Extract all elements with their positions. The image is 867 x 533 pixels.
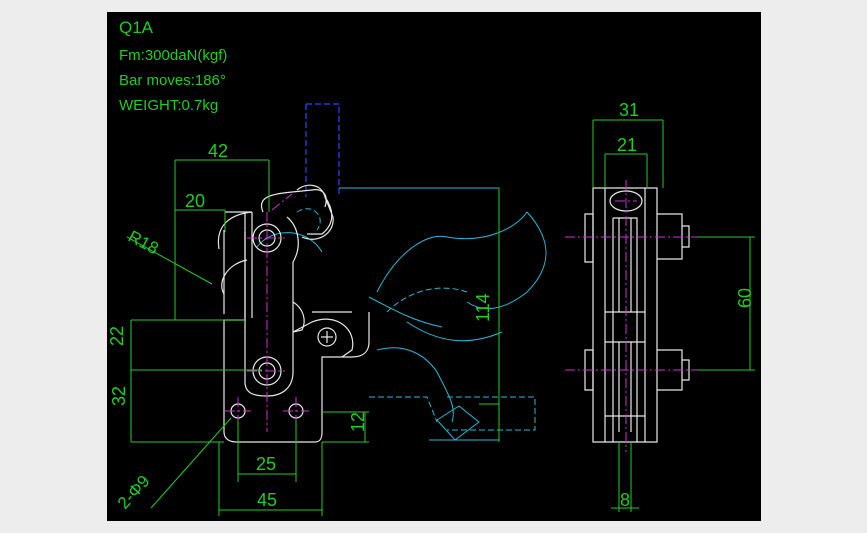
bar-moves-note: Bar moves:186° <box>119 72 226 89</box>
dimension-21: 21 <box>617 135 637 155</box>
handle-pivot <box>317 327 337 347</box>
front-view: 31 21 60 8 <box>565 100 755 512</box>
dimension-25: 25 <box>256 454 276 474</box>
front-centerlines <box>565 180 712 452</box>
dimension-12: 12 <box>348 412 368 432</box>
cad-drawing: Q1A Fm:300daN(kgf) Bar moves:186° WEIGHT… <box>107 18 755 516</box>
dimension-42: 42 <box>208 141 228 161</box>
force-note: Fm:300daN(kgf) <box>119 47 227 64</box>
dimension-31: 31 <box>619 100 639 120</box>
side-view: 42 20 R18 22 32 114 12 25 45 2-Φ9 <box>107 103 547 516</box>
dimension-114: 114 <box>473 293 493 322</box>
holes-2-d9: 2-Φ9 <box>114 472 154 513</box>
dimension-60: 60 <box>735 288 755 308</box>
cad-drawing-canvas: Q1A Fm:300daN(kgf) Bar moves:186° WEIGHT… <box>107 12 761 521</box>
model-label: Q1A <box>119 18 154 37</box>
side-centerlines <box>225 193 309 442</box>
dimension-8: 8 <box>620 490 630 510</box>
hidden-bar-outline <box>305 103 340 197</box>
dimension-45: 45 <box>257 490 277 510</box>
dimension-22: 22 <box>107 326 127 346</box>
dimension-32: 32 <box>109 386 129 406</box>
dimension-20: 20 <box>185 191 205 211</box>
front-dimensions: 31 21 60 8 <box>592 100 755 512</box>
open-position-linkage <box>256 187 547 441</box>
weight-note: WEIGHT:0.7kg <box>119 97 218 114</box>
clamp-body-outline <box>217 184 370 443</box>
front-body-outline <box>584 187 690 443</box>
